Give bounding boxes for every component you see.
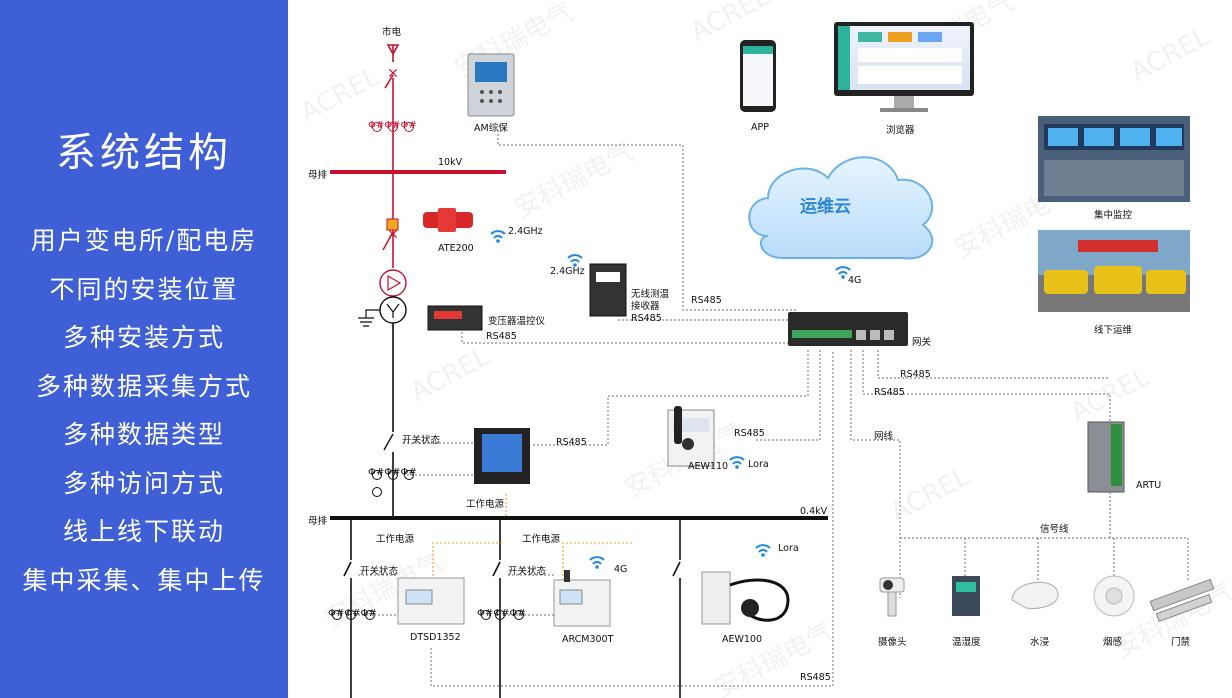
aew100-label: AEW100 [722,634,763,645]
panel-title: 系统结构 [56,130,232,176]
busbar-label: 母排 [308,170,328,181]
water-leak-device [1011,581,1059,609]
feature-list: 用户变电所/配电房 不同的安装位置 多种安装方式 多种数据采集方式 多种数据类型… [0,220,288,608]
feature-item: 集中采集、集中上传 [22,565,266,595]
feature-item: 多种数据采集方式 [35,371,252,401]
rs485-label: RS485 [734,428,765,439]
left-panel: 系统结构 用户变电所/配电房 不同的安装位置 多种安装方式 多种数据采集方式 多… [0,0,288,698]
wireless-receiver-device [589,263,627,317]
feature-item: 多种访问方式 [62,468,225,498]
lora-label: Lora [748,459,769,470]
central-monitor-label: 集中监控 [1094,210,1133,221]
rs485-label: RS485 [900,369,931,380]
offline-ops-label: 线下运维 [1094,325,1133,336]
temp-humidity-label: 温湿度 [952,637,981,648]
work-power-label-2: 工作电源 [376,534,415,545]
aew110-label: AEW110 [688,461,729,472]
system-diagram: 安科瑞电气 ACREL 安科瑞电气 ACREL ACREL 安科瑞电气 安科瑞电… [288,0,1232,698]
am-protection-label: AM综保 [474,123,508,134]
smoke-detector-device [1093,575,1135,617]
wifi-icons [490,230,851,565]
camera-label: 摄像头 [878,637,907,648]
feature-item: 多种数据类型 [62,420,225,449]
signal-line-label: 信号线 [1040,524,1069,535]
mains-label: 市电 [382,27,402,38]
arcm300t-label: ARCM300T [562,634,614,645]
monitor-device [834,22,974,112]
rs485-label: RS485 [486,331,517,342]
rs485-label: RS485 [691,295,722,306]
rs485-label: RS485 [631,313,662,324]
am-protection-device [467,53,515,117]
switch-status-label-2: 开关状态 [360,566,399,577]
app-label: APP [751,122,769,133]
ct-label-bottom-1: Φ#Φ#Φ# [328,608,377,619]
central-monitor-photo [1038,116,1190,202]
dtsd1352-label: DTSD1352 [410,632,461,643]
lora-label-2: Lora [778,543,799,554]
browser-label: 浏览器 [886,125,915,136]
rs485-label: RS485 [556,437,587,448]
cloud-label: 运维云 [800,197,851,217]
door-label: 门禁 [1171,637,1191,648]
artu-label: ARTU [1136,480,1162,491]
door-sensor-device [1149,578,1215,622]
phone-device [740,40,776,112]
freq-label-2: 2.4GHz [550,266,585,277]
diagram-lines [330,22,1215,698]
feature-item: 用户变电所/配电房 [30,226,258,255]
ate200-label: ATE200 [438,243,474,254]
arcm300t-device [553,570,611,627]
camera-device [879,577,905,617]
dtsd1352-device [397,577,465,625]
artu-device [1087,421,1125,493]
offline-ops-photo [1038,230,1190,312]
ct-label-mid: Φ#Φ#Φ# [368,467,417,478]
network-cable-label: 网线 [874,431,894,442]
feature-item: 线上线下联动 [62,517,225,546]
water-leak-label: 水浸 [1030,637,1050,648]
feature-item: 多种安装方式 [62,323,225,352]
busbar-label-2: 母排 [308,516,328,527]
busbar-04kv-label: 0.4kV [800,506,828,517]
busbar-10kv-label: 10kV [438,157,463,168]
switch-status-label: 开关状态 [402,435,441,446]
freq-label: 2.4GHz [508,226,543,237]
wireless-receiver-label-2: 接收器 [631,301,660,312]
ct-label-top: Φ#Φ#Φ# [368,120,417,131]
panel-meter-device [474,428,530,484]
wireless-receiver-label-1: 无线测温 [631,289,670,300]
rs485-label: RS485 [800,672,831,683]
ct-label-bottom-2: Φ#Φ#Φ# [477,608,526,619]
work-power-label-3: 工作电源 [522,534,561,545]
smoke-label: 烟感 [1103,637,1123,648]
transformer-controller-label: 变压器温控仪 [488,316,546,327]
temp-humidity-device [952,576,980,616]
work-power-label: 工作电源 [466,499,505,510]
switch-status-label-3: 开关状态 [508,566,547,577]
gateway-device [788,312,908,346]
gateway-label: 网关 [912,337,932,348]
cloud-shape [748,156,934,260]
4g-label: 4G [848,275,862,286]
rs485-label: RS485 [874,387,905,398]
ate200-sensor [423,208,473,232]
transformer-controller-device [427,305,483,331]
4g-label-2: 4G [614,564,628,575]
feature-item: 不同的安装位置 [49,274,239,304]
aew100-device [701,571,790,625]
aew110-device [667,406,715,467]
